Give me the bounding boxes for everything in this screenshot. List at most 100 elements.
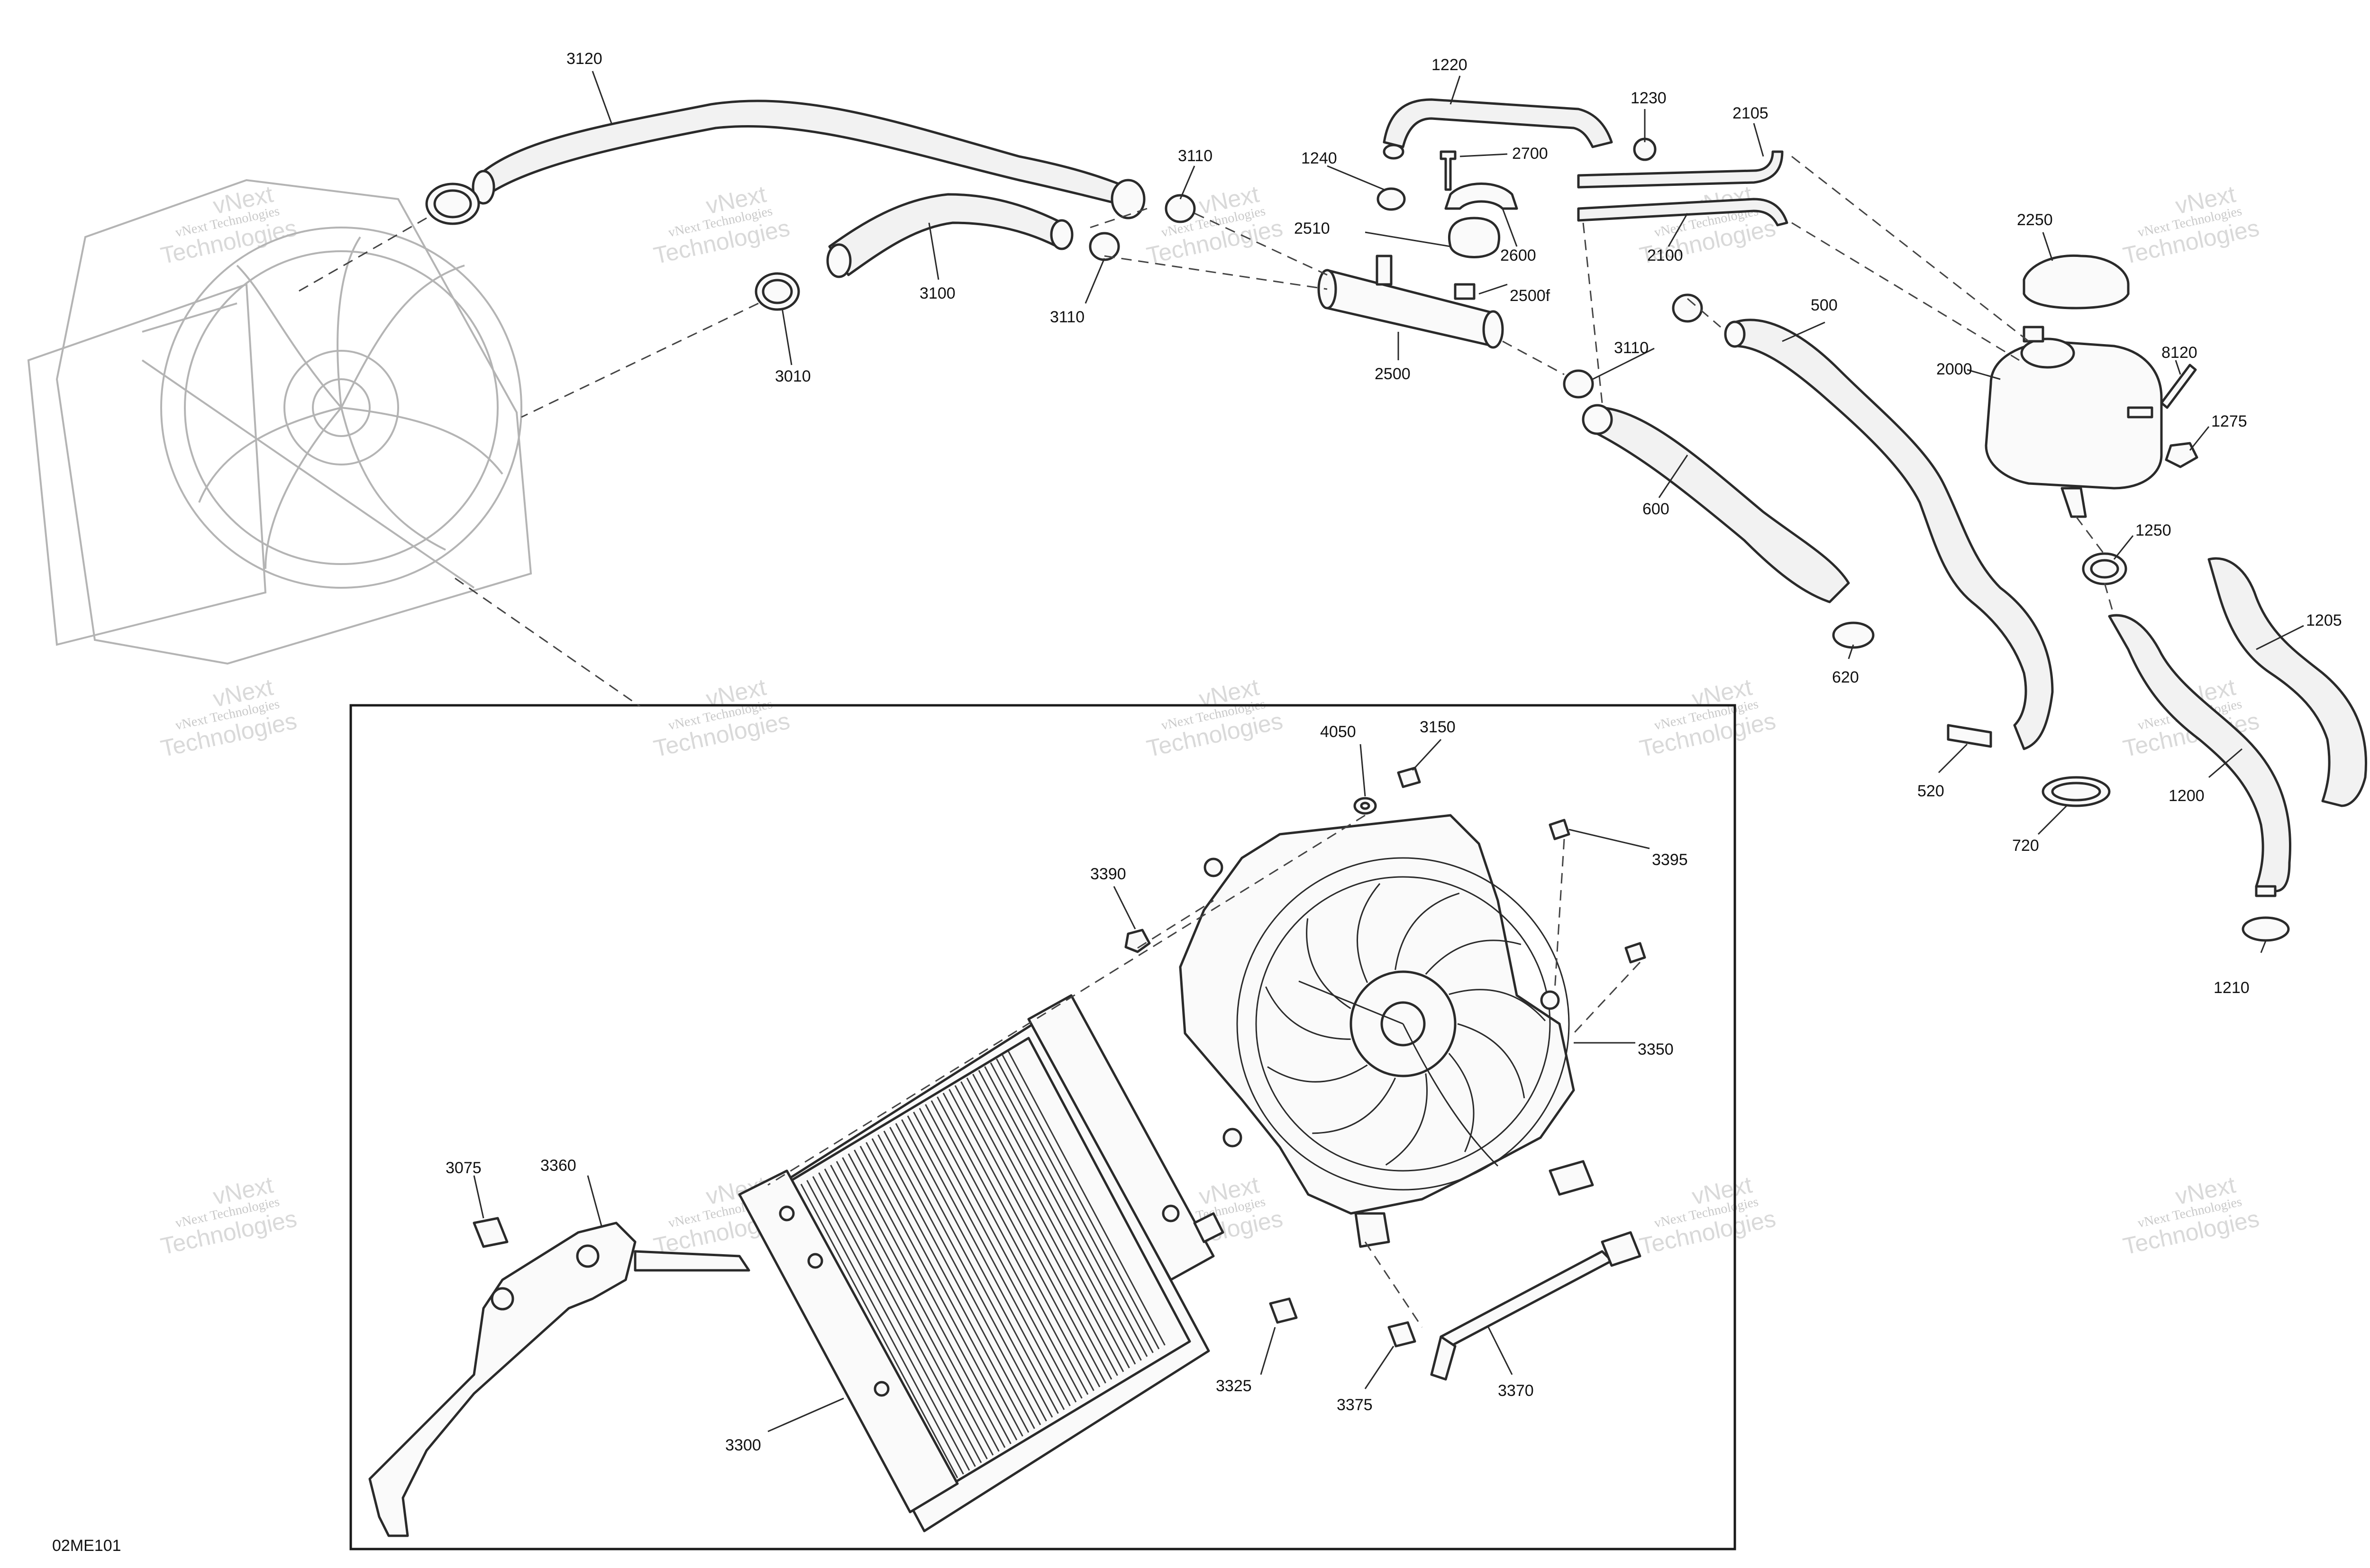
callout-3110-mid: 3110 (1050, 308, 1085, 326)
callout-labels: 3120 1220 1230 2105 1240 2700 3110 2510 … (446, 50, 2342, 1454)
radiator-fin (842, 1157, 1000, 1452)
radiator-fin (824, 1168, 982, 1463)
radiator-fin (901, 1119, 1059, 1414)
radiator-fin (866, 1142, 1023, 1437)
callout-3120: 3120 (566, 50, 602, 68)
callout-3100: 3100 (920, 284, 956, 302)
callout-3150: 3150 (1420, 718, 1456, 736)
fan-blade (1267, 1064, 1368, 1083)
radiator-fin (877, 1134, 1035, 1429)
radiator-fin (919, 1108, 1077, 1403)
radiator-fin (937, 1096, 1094, 1391)
fan-blade (1448, 1053, 1475, 1152)
callout-1240: 1240 (1301, 149, 1337, 167)
callout-3325: 3325 (1216, 1377, 1252, 1395)
callout-3075: 3075 (446, 1159, 482, 1177)
radiator-fin (954, 1085, 1112, 1380)
upper-hoses (425, 100, 1703, 399)
radiator-bracket (368, 1217, 1298, 1537)
hardware (1124, 766, 1646, 1381)
radiator-fin (948, 1089, 1106, 1384)
callout-600: 600 (1642, 500, 1669, 518)
expansion-tank (1985, 254, 2198, 585)
small-tubes (1577, 137, 1788, 227)
radiator-fin (960, 1081, 1118, 1376)
leader-lines (473, 71, 2304, 1432)
overflow-hoses (2108, 557, 2368, 942)
callout-3110-right: 3110 (1614, 339, 1649, 357)
radiator-fin (913, 1112, 1071, 1406)
callout-2500: 2500 (1375, 365, 1411, 383)
callout-3370: 3370 (1498, 1382, 1534, 1400)
reference-radiator-assembly (27, 179, 532, 665)
fan-blade (1312, 1077, 1396, 1134)
callout-2250: 2250 (2017, 211, 2053, 229)
callout-1210: 1210 (2214, 979, 2250, 997)
thermostat-housing-group (1317, 98, 1613, 349)
radiator-fin (812, 1176, 970, 1471)
radiator-fin (990, 1062, 1148, 1357)
radiator-fin (871, 1138, 1030, 1433)
radiator-fin (800, 1184, 958, 1478)
fan-blade (1306, 918, 1351, 1009)
callout-2500f: 2500f (1510, 287, 1550, 305)
radiator-fin (930, 1100, 1089, 1395)
radiator-fin (984, 1066, 1142, 1361)
radiator-fin (859, 1146, 1018, 1440)
callout-620: 620 (1832, 668, 1859, 686)
radiator-fin (889, 1127, 1047, 1422)
lower-hoses (1582, 319, 2111, 807)
radiator-fin (942, 1093, 1101, 1387)
callout-720: 720 (2012, 837, 2039, 855)
radiator-fin (830, 1165, 988, 1459)
callout-1230: 1230 (1631, 89, 1667, 107)
drawing-id: 02ME101 (52, 1537, 121, 1555)
callout-3360: 3360 (540, 1157, 576, 1175)
callout-2105: 2105 (1732, 104, 1768, 122)
callout-1205: 1205 (2306, 611, 2342, 629)
radiator-fin (966, 1077, 1124, 1372)
callout-1200: 1200 (2169, 787, 2205, 805)
callout-520: 520 (1917, 782, 1944, 800)
callout-2700: 2700 (1512, 145, 1548, 163)
radiator-core (738, 994, 1224, 1532)
callout-3395: 3395 (1652, 851, 1688, 869)
fan-blade (1395, 893, 1460, 970)
radiator-fin (925, 1104, 1083, 1399)
callout-2000: 2000 (1936, 360, 1972, 378)
callout-3375: 3375 (1337, 1396, 1373, 1414)
callout-3350: 3350 (1638, 1040, 1674, 1058)
radiator-fin (895, 1123, 1053, 1418)
callout-1275: 1275 (2211, 412, 2247, 430)
callout-1220: 1220 (1431, 56, 1468, 74)
radiator-fin (972, 1074, 1130, 1368)
callout-2600: 2600 (1500, 246, 1536, 264)
radiator-fin (907, 1115, 1065, 1410)
fan-blade (1265, 986, 1351, 1040)
callout-1250: 1250 (2135, 521, 2171, 539)
radiator-fin (836, 1161, 994, 1456)
callout-3110-top: 3110 (1178, 147, 1212, 165)
callout-3300: 3300 (725, 1436, 761, 1454)
radiator-fin (1002, 1055, 1160, 1349)
radiator-fin (996, 1058, 1154, 1353)
detail-frame (349, 704, 1736, 1550)
fan-blade (1357, 883, 1381, 983)
fan-blade (1385, 1073, 1428, 1166)
callout-2100: 2100 (1647, 246, 1683, 264)
callout-500: 500 (1811, 296, 1838, 314)
callout-4050: 4050 (1320, 723, 1356, 741)
radiator-fin (848, 1153, 1006, 1448)
callout-2510: 2510 (1294, 219, 1330, 237)
